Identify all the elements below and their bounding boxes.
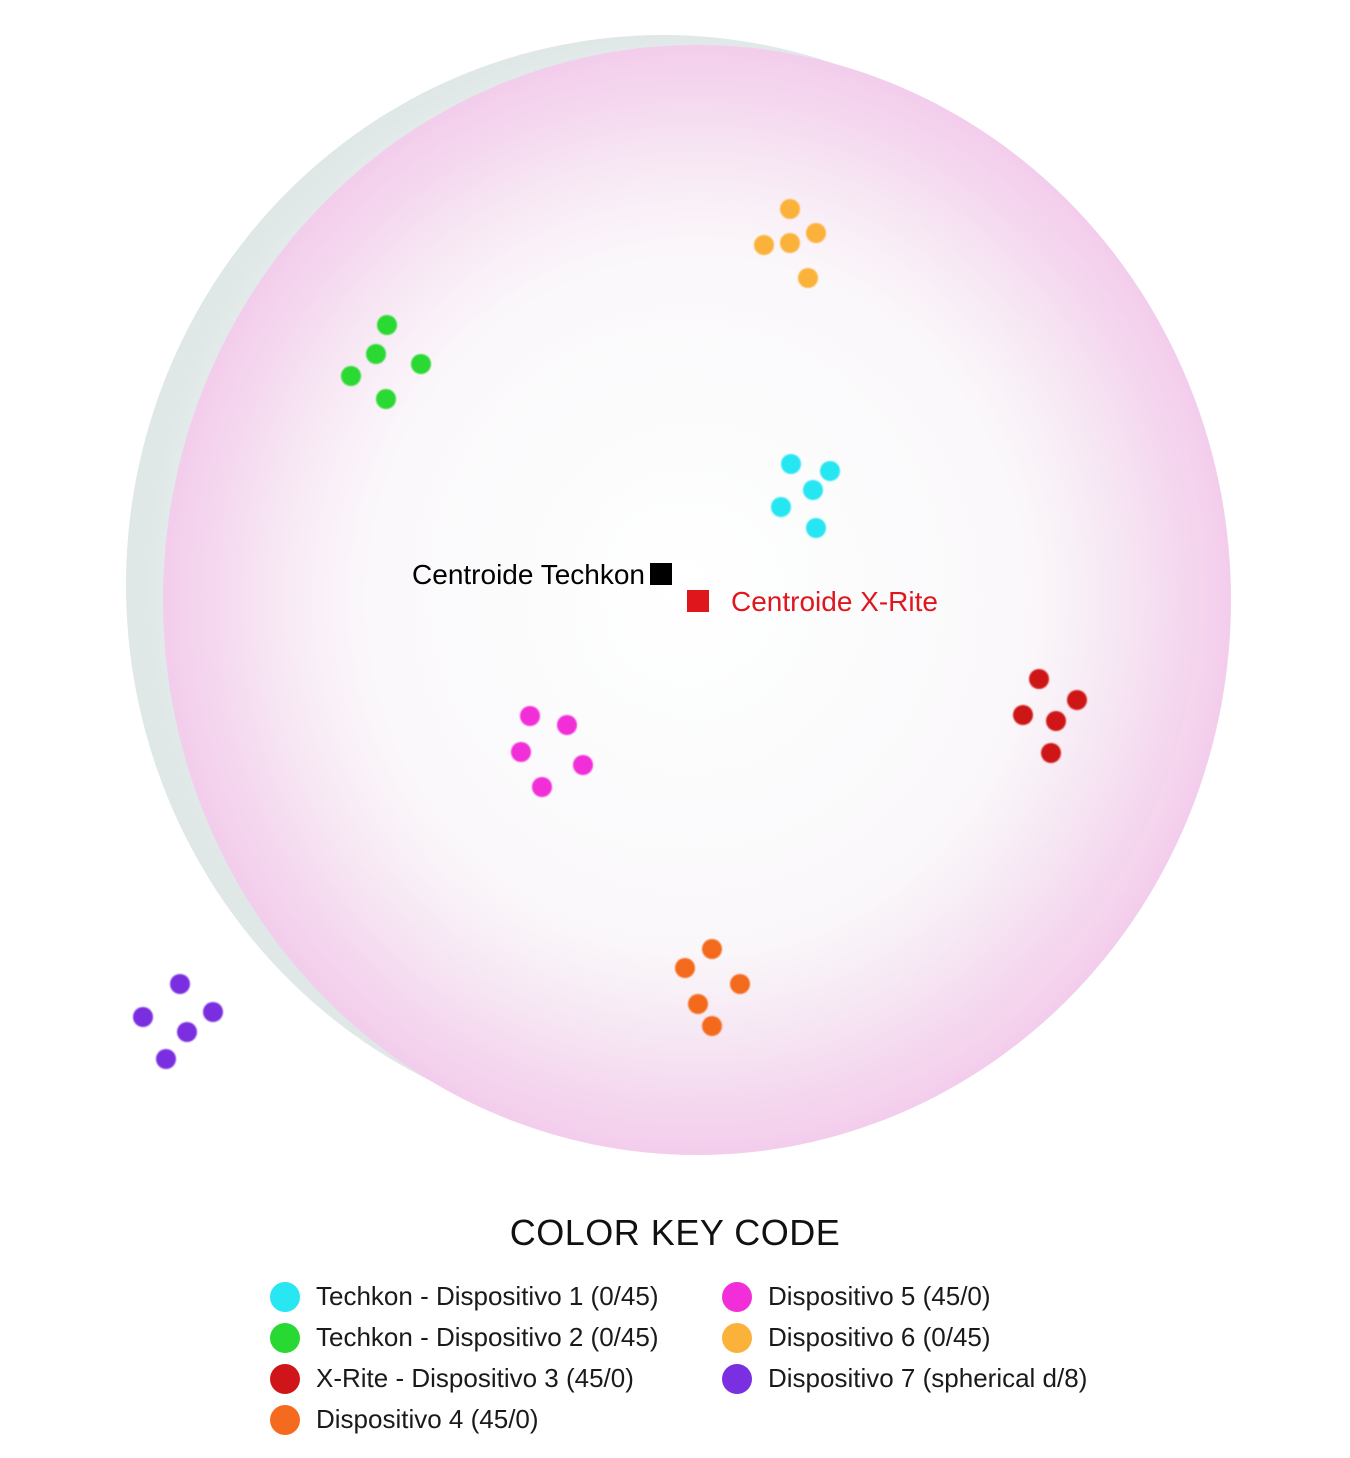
legend-item: Techkon - Dispositivo 2 (0/45) xyxy=(270,1317,658,1358)
centroid-layer: Centroide Techkon Centroide X-Rite xyxy=(412,559,938,617)
color-key-legend: Techkon - Dispositivo 1 (0/45) Techkon -… xyxy=(270,1276,1170,1446)
red-point-4 xyxy=(1046,711,1066,731)
orange-point-5 xyxy=(702,1016,722,1036)
purple-point-4 xyxy=(177,1022,197,1042)
magenta-dot-icon xyxy=(722,1281,752,1312)
purple-point-2 xyxy=(133,1007,153,1027)
red-point-1 xyxy=(1029,669,1049,689)
red-point-5 xyxy=(1041,743,1061,763)
orange-point-2 xyxy=(675,958,695,978)
red-point-2 xyxy=(1067,690,1087,710)
purple-point-1 xyxy=(170,974,190,994)
cyan-point-3 xyxy=(803,480,823,500)
green-point-1 xyxy=(377,315,397,335)
legend-item: Dispositivo 6 (0/45) xyxy=(722,1317,1087,1358)
cyan-point-4 xyxy=(771,497,791,517)
magenta-point-2 xyxy=(557,715,577,735)
legend-item-label: X-Rite - Dispositivo 3 (45/0) xyxy=(316,1363,634,1393)
red-point-3 xyxy=(1013,705,1033,725)
orange-dot-icon xyxy=(270,1404,300,1435)
legend-title: COLOR KEY CODE xyxy=(509,1212,841,1253)
legend-item: Dispositivo 5 (45/0) xyxy=(722,1276,1087,1317)
green-point-3 xyxy=(411,354,431,374)
magenta-point-4 xyxy=(573,755,593,775)
green-point-4 xyxy=(341,366,361,386)
legend-item-label: Dispositivo 4 (45/0) xyxy=(316,1404,539,1434)
legend-item: X-Rite - Dispositivo 3 (45/0) xyxy=(270,1358,658,1399)
centroid-xrite-label: Centroide X-Rite xyxy=(731,586,938,617)
green-dot-icon xyxy=(270,1322,300,1353)
dispersion-spheres-svg: Centroide Techkon Centroide X-Rite xyxy=(126,35,1231,1155)
cyan-dot-icon xyxy=(270,1281,300,1312)
magenta-point-3 xyxy=(511,742,531,762)
legend-item-label: Techkon - Dispositivo 2 (0/45) xyxy=(316,1322,659,1352)
magenta-point-1 xyxy=(520,706,540,726)
legend-item-label: Dispositivo 7 (spherical d/8) xyxy=(768,1363,1088,1393)
yellow-point-3 xyxy=(780,233,800,253)
orange-point-1 xyxy=(702,939,722,959)
cyan-point-5 xyxy=(806,518,826,538)
legend-item-label: Dispositivo 6 (0/45) xyxy=(768,1322,991,1352)
purple-dot-icon xyxy=(722,1363,752,1394)
legend-item: Dispositivo 7 (spherical d/8) xyxy=(722,1358,1087,1399)
purple-point-5 xyxy=(156,1049,176,1069)
red-dot-icon xyxy=(270,1363,300,1394)
yellow-point-5 xyxy=(798,268,818,288)
legend-item: Dispositivo 4 (45/0) xyxy=(270,1399,658,1440)
points-layer xyxy=(133,199,1087,1069)
yellow-point-2 xyxy=(754,235,774,255)
orange-point-4 xyxy=(688,994,708,1014)
yellow-point-4 xyxy=(806,223,826,243)
green-point-5 xyxy=(376,389,396,409)
cyan-point-2 xyxy=(820,461,840,481)
legend-item: Techkon - Dispositivo 1 (0/45) xyxy=(270,1276,658,1317)
legend-column-left: Techkon - Dispositivo 1 (0/45) Techkon -… xyxy=(270,1276,658,1440)
centroid-xrite-marker xyxy=(687,590,709,612)
centroid-techkon-label: Centroide Techkon xyxy=(412,559,645,590)
legend-item-label: Techkon - Dispositivo 1 (0/45) xyxy=(316,1281,659,1311)
centroid-techkon-marker xyxy=(650,563,672,585)
yellow-point-1 xyxy=(780,199,800,219)
orange-point-3 xyxy=(730,974,750,994)
legend-item-label: Dispositivo 5 (45/0) xyxy=(768,1281,991,1311)
purple-point-3 xyxy=(203,1002,223,1022)
green-point-2 xyxy=(366,344,386,364)
legend-column-right: Dispositivo 5 (45/0) Dispositivo 6 (0/45… xyxy=(722,1276,1087,1399)
yellow-dot-icon xyxy=(722,1322,752,1353)
magenta-point-5 xyxy=(532,777,552,797)
cyan-point-1 xyxy=(781,454,801,474)
